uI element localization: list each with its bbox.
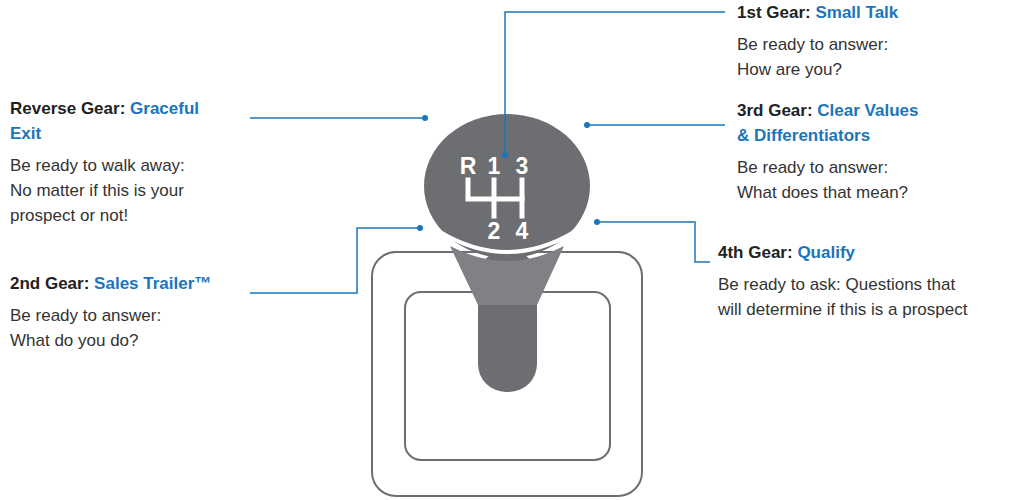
prompt-text: Be ready to ask: Questions that will det… (718, 275, 967, 319)
gear-name: Sales Trailer™ (94, 274, 211, 293)
shift-position-label: 3 (516, 155, 529, 178)
prompt-text: What do you do? (10, 331, 139, 350)
prompt-text: No matter if this is your prospect or no… (10, 181, 184, 225)
gear-prompt: What does that mean? (737, 180, 929, 205)
gear-callout: 3rd Gear:Clear Values & DifferentiatorsB… (737, 98, 929, 205)
shift-position-label: 2 (488, 220, 501, 243)
gear-prompt: Be ready to answer: (10, 303, 270, 328)
shift-position-label: 1 (488, 155, 501, 178)
shift-pattern-line (492, 180, 497, 216)
prompt-text: Be ready to answer: (10, 306, 161, 325)
prompt-text: Be ready to walk away: (10, 156, 185, 175)
gear-heading: 1st Gear:Small Talk (737, 0, 997, 25)
gear-number: 1st Gear: (737, 3, 811, 22)
shift-pattern-line (520, 180, 525, 216)
shift-position-label: 4 (516, 220, 529, 243)
leader-dot (502, 152, 508, 158)
gear-heading: Reverse Gear:Graceful Exit (10, 96, 210, 146)
gear-heading: 3rd Gear:Clear Values & Differentiators (737, 98, 929, 148)
gear-prompt: Be ready to ask: Questions that will det… (718, 272, 973, 322)
gear-prompt: No matter if this is your prospect or no… (10, 178, 210, 228)
prompt-text: How are you? (737, 60, 842, 79)
leader-line (505, 12, 725, 155)
gear-number: 4th Gear: (718, 243, 793, 262)
gear-callout: 1st Gear:Small Talk Be ready to answer: Ho… (737, 0, 997, 82)
leader-line (597, 222, 710, 262)
shift-pattern (468, 180, 522, 216)
prompt-text: Be ready to answer: (737, 35, 888, 54)
leader-dots (417, 115, 600, 231)
leader-dot (417, 225, 423, 231)
leader-dot (594, 219, 600, 225)
gear-callout: 4th Gear:Qualify Be ready to ask: Questio… (718, 240, 973, 322)
knob-collar (440, 232, 574, 252)
gear-heading: 2nd Gear: Sales Trailer™ (10, 271, 270, 296)
gear-name: Qualify (797, 243, 855, 262)
gear-prompt: Be ready to answer: (737, 155, 929, 180)
gear-callout: Reverse Gear:Graceful Exit Be ready to wa… (10, 96, 210, 228)
gear-name: Small Talk (815, 3, 898, 22)
leader-line (250, 117, 425, 119)
leader-line (587, 124, 725, 126)
gear-number: 3rd Gear: (737, 101, 813, 120)
prompt-text: What does that mean? (737, 183, 908, 202)
gear-number: 2nd Gear: (10, 274, 89, 293)
gear-callout: 2nd Gear: Sales Trailer™ Be ready to answe… (10, 271, 270, 353)
prompt-text: Be ready to answer: (737, 158, 888, 177)
gear-heading: 4th Gear:Qualify (718, 240, 973, 265)
leader-dot (584, 122, 590, 128)
gear-prompt: Be ready to answer: (737, 32, 997, 57)
gear-prompt: What do you do? (10, 328, 270, 353)
knob-head (424, 114, 590, 258)
gear-number: Reverse Gear: (10, 99, 125, 118)
shift-position-label: R (460, 155, 477, 178)
gear-prompt: How are you? (737, 57, 997, 82)
leader-lines (250, 12, 725, 293)
gear-prompt: Be ready to walk away: (10, 153, 210, 178)
leader-line (250, 228, 420, 293)
leader-dot (422, 115, 428, 121)
